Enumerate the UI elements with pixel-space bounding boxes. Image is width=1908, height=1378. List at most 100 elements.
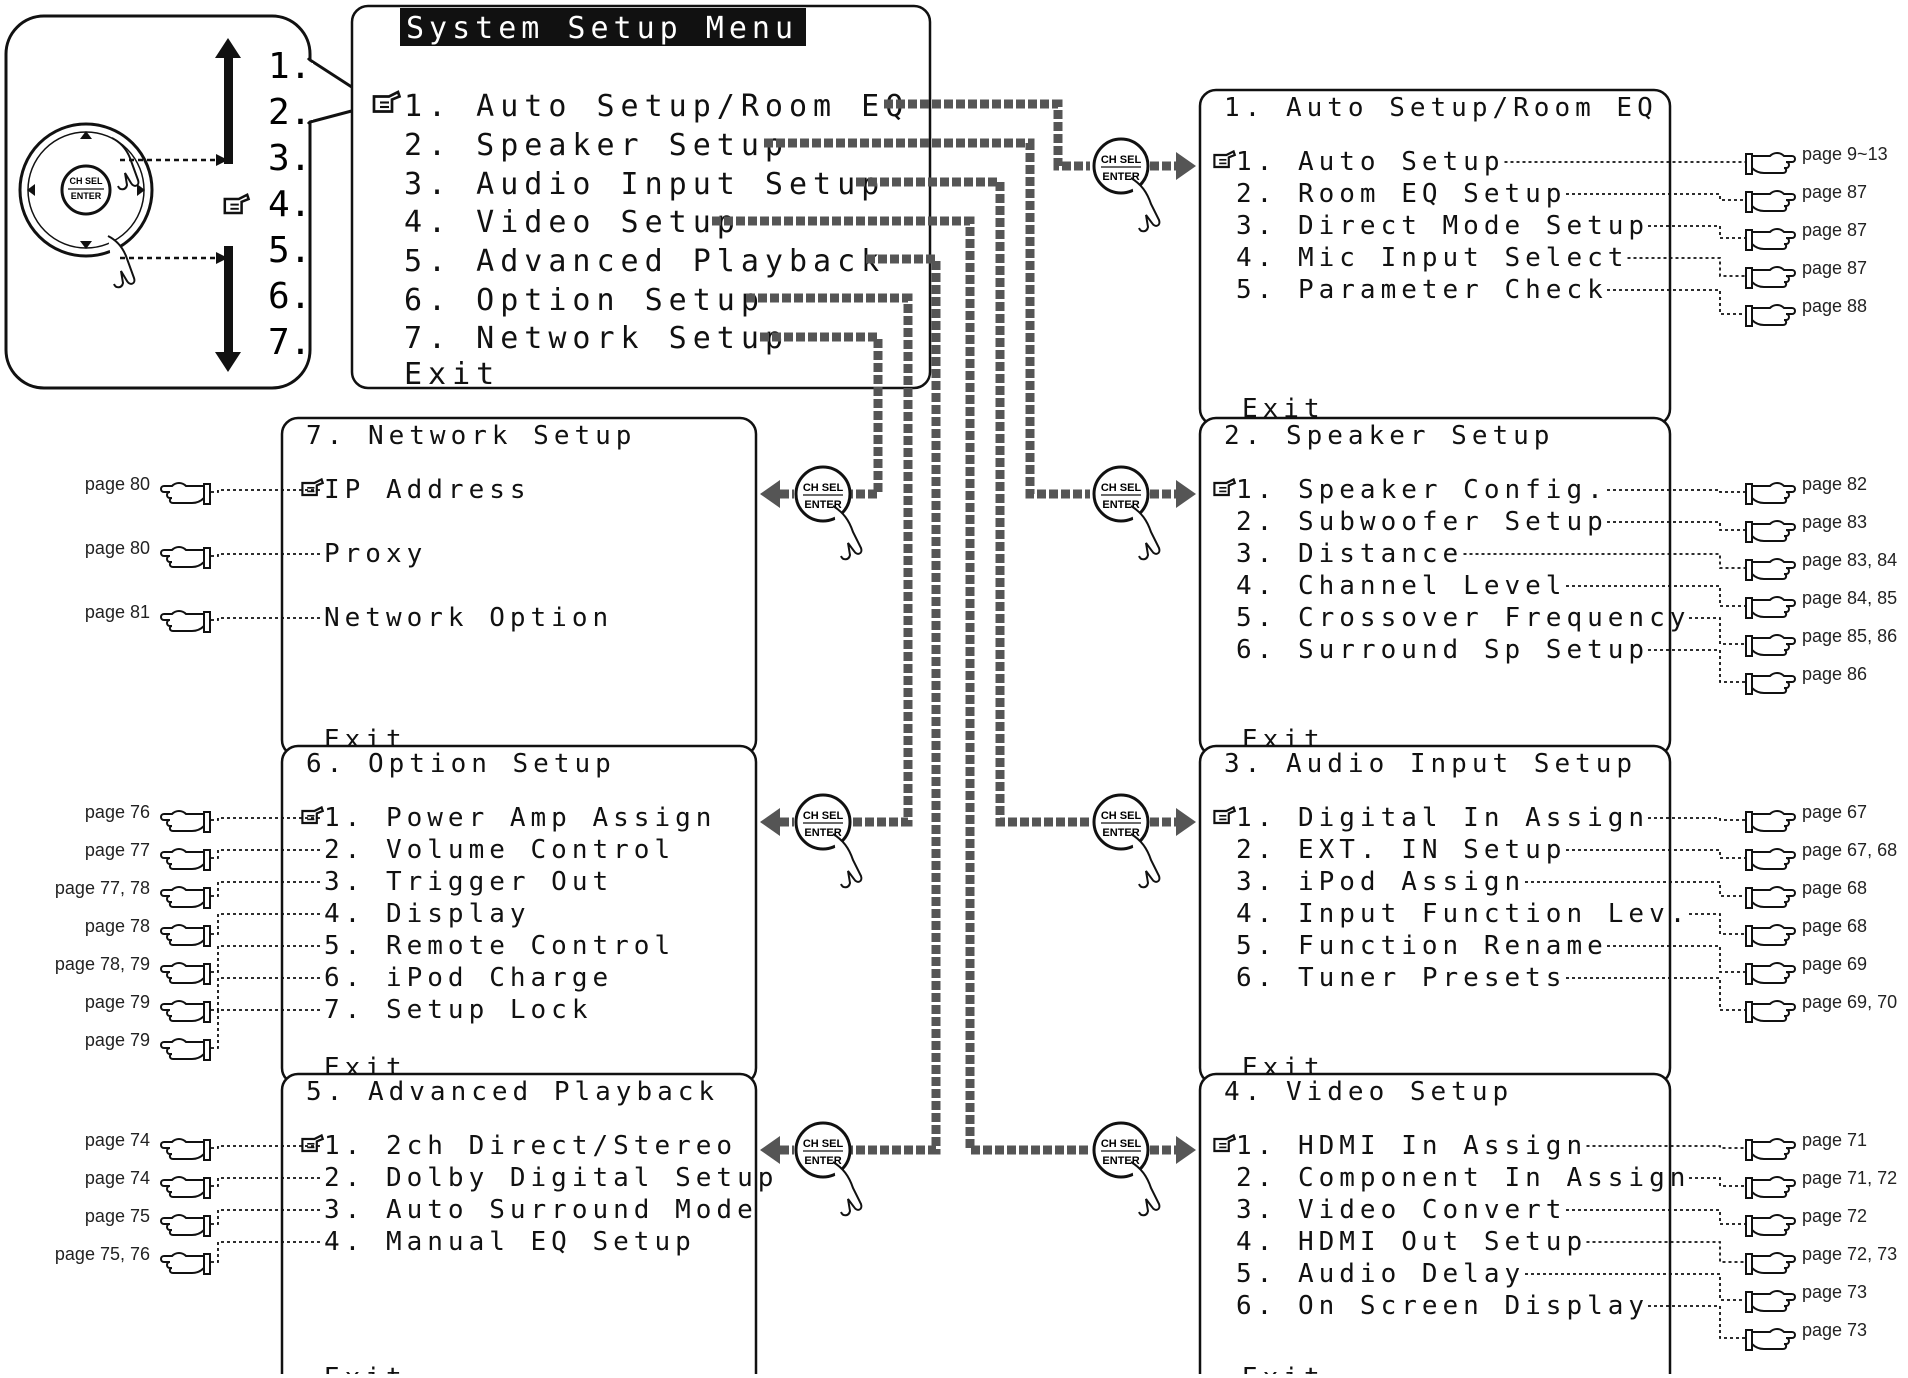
page-reference: page 74 <box>85 1168 150 1188</box>
submenu-item[interactable]: 3. Distance <box>1236 539 1463 569</box>
main-menu-item-7[interactable]: 7. Network Setup <box>404 321 789 356</box>
pointing-hand-icon <box>1745 152 1796 175</box>
pointing-hand-icon <box>1745 520 1796 543</box>
page-reference: page 73 <box>1802 1320 1867 1340</box>
submenu-item[interactable]: 2. Component In Assign <box>1236 1163 1690 1193</box>
page-reference: page 81 <box>85 602 150 622</box>
submenu-item[interactable]: 6. iPod Charge <box>324 963 613 993</box>
submenu-item[interactable]: 1. Power Amp Assign <box>324 803 716 833</box>
submenu-item[interactable]: 6. Surround Sp Setup <box>1236 635 1649 665</box>
submenu-item[interactable]: 2. Room EQ Setup <box>1236 179 1566 209</box>
pointing-hand-icon <box>1745 672 1796 695</box>
page-reference: page 72 <box>1802 1206 1867 1226</box>
main-menu-item-6[interactable]: 6. Option Setup <box>404 283 765 318</box>
enter-button-top-label: CH SEL <box>1101 1138 1142 1150</box>
page-reference: page 72, 73 <box>1802 1244 1897 1264</box>
submenu-item[interactable]: 2. Volume Control <box>324 835 675 865</box>
submenu-item[interactable]: 4. Channel Level <box>1236 571 1566 601</box>
remote-number-6: 6. <box>268 276 311 317</box>
enter-button-top-label: CH SEL <box>1101 810 1142 822</box>
submenu-item[interactable]: 4. HDMI Out Setup <box>1236 1227 1587 1257</box>
submenu-item[interactable]: 4. Input Function Lev. <box>1236 899 1690 929</box>
submenu-item[interactable]: Network Option <box>324 603 613 633</box>
pointing-hand-icon <box>1745 962 1796 985</box>
submenu-item[interactable]: 1. HDMI In Assign <box>1236 1131 1587 1161</box>
pointing-hand-icon <box>1745 886 1796 909</box>
page-reference: page 87 <box>1802 182 1867 202</box>
submenu-item[interactable]: 7. Setup Lock <box>324 995 593 1025</box>
page-reference: page 77 <box>85 840 150 860</box>
enter-button-bottom-label: ENTER <box>804 499 841 511</box>
pointing-hand-icon <box>1745 228 1796 251</box>
pointing-hand-icon <box>1745 1214 1796 1237</box>
pointing-hand-icon <box>161 611 210 632</box>
submenu-item[interactable]: 6. On Screen Display <box>1236 1291 1649 1321</box>
pointing-hand-icon <box>161 1177 210 1198</box>
submenu-item[interactable]: 6. Tuner Presets <box>1236 963 1566 993</box>
remote-number-3: 3. <box>268 138 311 179</box>
main-menu-title-bar <box>400 8 806 46</box>
remote-number-7: 7. <box>268 322 311 363</box>
submenu-item[interactable]: 2. Dolby Digital Setup <box>324 1163 778 1193</box>
remote-number-2: 2. <box>268 92 311 133</box>
submenu-item[interactable]: 5. Parameter Check <box>1236 275 1608 305</box>
submenu-item[interactable]: 5. Audio Delay <box>1236 1259 1525 1289</box>
page-reference: page 75 <box>85 1206 150 1226</box>
pointing-hand-icon <box>1745 482 1796 505</box>
remote-number-4: 4. <box>268 184 311 225</box>
submenu-item[interactable]: 2. Subwoofer Setup <box>1236 507 1608 537</box>
pointing-hand-icon <box>161 1253 210 1274</box>
submenu-item[interactable]: 3. Direct Mode Setup <box>1236 211 1649 241</box>
page-reference: page 80 <box>85 538 150 558</box>
submenu-item[interactable]: 1. Auto Setup <box>1236 147 1505 177</box>
submenu-title: 1. Auto Setup/Room EQ <box>1224 93 1658 123</box>
page-reference: page 77, 78 <box>55 878 150 898</box>
submenu-item[interactable]: Proxy <box>324 539 427 569</box>
pointing-hand-icon <box>161 849 210 870</box>
pointing-hand-icon <box>1745 190 1796 213</box>
pointing-hand-icon <box>1745 1000 1796 1023</box>
submenu-item[interactable]: 1. Speaker Config. <box>1236 475 1608 505</box>
submenu-item[interactable]: 2. EXT. IN Setup <box>1236 835 1566 865</box>
submenu-item[interactable]: 3. Trigger Out <box>324 867 613 897</box>
submenu-item[interactable]: 4. Mic Input Select <box>1236 243 1628 273</box>
main-menu-item-1[interactable]: 1. Auto Setup/Room EQ <box>404 89 909 124</box>
enter-button-top-label: CH SEL <box>803 1138 844 1150</box>
page-reference: page 69 <box>1802 954 1867 974</box>
enter-button-bottom-label: ENTER <box>804 827 841 839</box>
page-reference: page 85, 86 <box>1802 626 1897 646</box>
submenu-item[interactable]: 4. Manual EQ Setup <box>324 1227 696 1257</box>
main-menu-exit[interactable]: Exit <box>404 357 500 392</box>
submenu-item[interactable]: 3. Auto Surround Mode <box>324 1195 758 1225</box>
submenu-item[interactable]: 3. iPod Assign <box>1236 867 1525 897</box>
submenu-item[interactable]: 5. Function Rename <box>1236 931 1608 961</box>
page-reference: page 68 <box>1802 916 1867 936</box>
pointing-hand-icon <box>161 925 210 946</box>
main-menu-item-3[interactable]: 3. Audio Input Setup <box>404 167 885 202</box>
enter-button-top-label: CH SEL <box>1101 154 1142 166</box>
submenu-item[interactable]: 5. Crossover Frequency <box>1236 603 1690 633</box>
submenu-item[interactable]: 1. Digital In Assign <box>1236 803 1649 833</box>
main-menu-item-2[interactable]: 2. Speaker Setup <box>404 128 789 163</box>
submenu-exit[interactable]: Exit <box>1242 1363 1325 1378</box>
submenu-title: 4. Video Setup <box>1224 1077 1513 1107</box>
main-menu-item-4[interactable]: 4. Video Setup <box>404 205 741 240</box>
submenu-item[interactable]: 4. Display <box>324 899 531 929</box>
submenu-item[interactable]: IP Address <box>324 475 531 505</box>
page-reference: page 75, 76 <box>55 1244 150 1264</box>
page-reference: page 79 <box>85 992 150 1012</box>
submenu-item[interactable]: 3. Video Convert <box>1236 1195 1566 1225</box>
submenu-exit[interactable]: Exit <box>324 1363 407 1378</box>
submenu-title: 6. Option Setup <box>306 749 616 779</box>
submenu-item[interactable]: 5. Remote Control <box>324 931 675 961</box>
submenu-item[interactable]: 1. 2ch Direct/Stereo <box>324 1131 737 1161</box>
main-menu-item-5[interactable]: 5. Advanced Playback <box>404 244 885 279</box>
